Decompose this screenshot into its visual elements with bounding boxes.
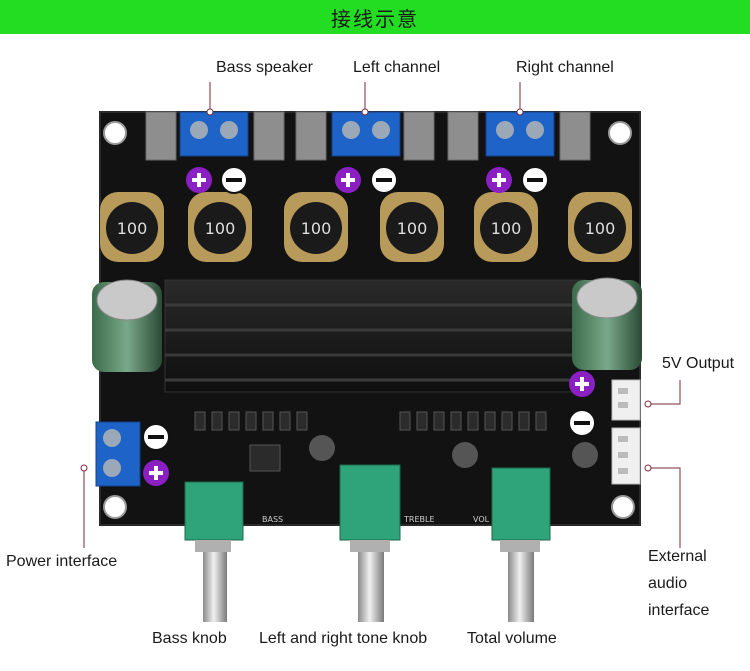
mount-hole-br (611, 495, 635, 519)
svg-text:100: 100 (585, 219, 616, 238)
mount-hole-tr (608, 121, 632, 145)
label-external-audio-3: interface (648, 602, 710, 619)
label-power-interface: Power interface (6, 553, 118, 570)
terminal-power (95, 421, 141, 487)
label-external-audio-2: audio (648, 575, 688, 592)
silk-treble: TREBLE (403, 515, 435, 524)
terminal-bass (179, 111, 249, 157)
pot-tone (339, 464, 401, 622)
silk-vol: VOL (473, 515, 490, 524)
svg-text:100: 100 (301, 219, 332, 238)
minus-marker-power (142, 423, 170, 451)
electrolytic-cap-right (572, 277, 642, 370)
title-banner: 接线示意 (0, 0, 750, 34)
smd-components (194, 411, 547, 472)
label-bass-knob: Bass knob (152, 630, 227, 647)
connector-external-audio (611, 427, 641, 485)
minus-marker-left (370, 166, 398, 194)
polarity-markers (142, 166, 596, 486)
minus-marker-5v (568, 409, 596, 437)
label-external-audio-1: External (648, 548, 707, 565)
connector-5v-output (611, 379, 641, 421)
label-5v-output: 5V Output (662, 355, 735, 372)
film-capacitors (145, 111, 591, 161)
minus-marker-bass (220, 166, 248, 194)
svg-text:100: 100 (397, 219, 428, 238)
label-tone-knob: Left and right tone knob (259, 630, 428, 647)
svg-text:100: 100 (205, 219, 236, 238)
svg-text:100: 100 (491, 219, 522, 238)
label-right-channel: Right channel (516, 59, 614, 76)
heatsink (164, 279, 586, 393)
electrolytic-cap-left (92, 279, 162, 372)
small-caps (309, 435, 598, 468)
pot-bass (184, 481, 244, 622)
plus-marker-right (486, 167, 512, 193)
label-total-volume: Total volume (467, 630, 557, 647)
silk-bass: BASS (262, 515, 283, 524)
leader-lines (83, 82, 681, 548)
page-title: 接线示意 (331, 6, 419, 31)
label-left-channel: Left channel (353, 59, 441, 76)
plus-marker-power (143, 460, 169, 486)
plus-marker-5v (569, 371, 595, 397)
plus-marker-left (335, 167, 361, 193)
svg-text:100: 100 (117, 219, 148, 238)
inductors: 100 100 100 100 100 100 (100, 192, 632, 262)
leader-endpoints (80, 108, 652, 472)
terminal-left (331, 111, 401, 157)
pot-volume (491, 467, 551, 622)
label-bass-speaker: Bass speaker (216, 59, 313, 76)
mount-hole-tl (103, 121, 127, 145)
terminal-right (485, 111, 555, 157)
plus-marker-bass (186, 167, 212, 193)
mount-hole-bl (103, 495, 127, 519)
minus-marker-right (521, 166, 549, 194)
